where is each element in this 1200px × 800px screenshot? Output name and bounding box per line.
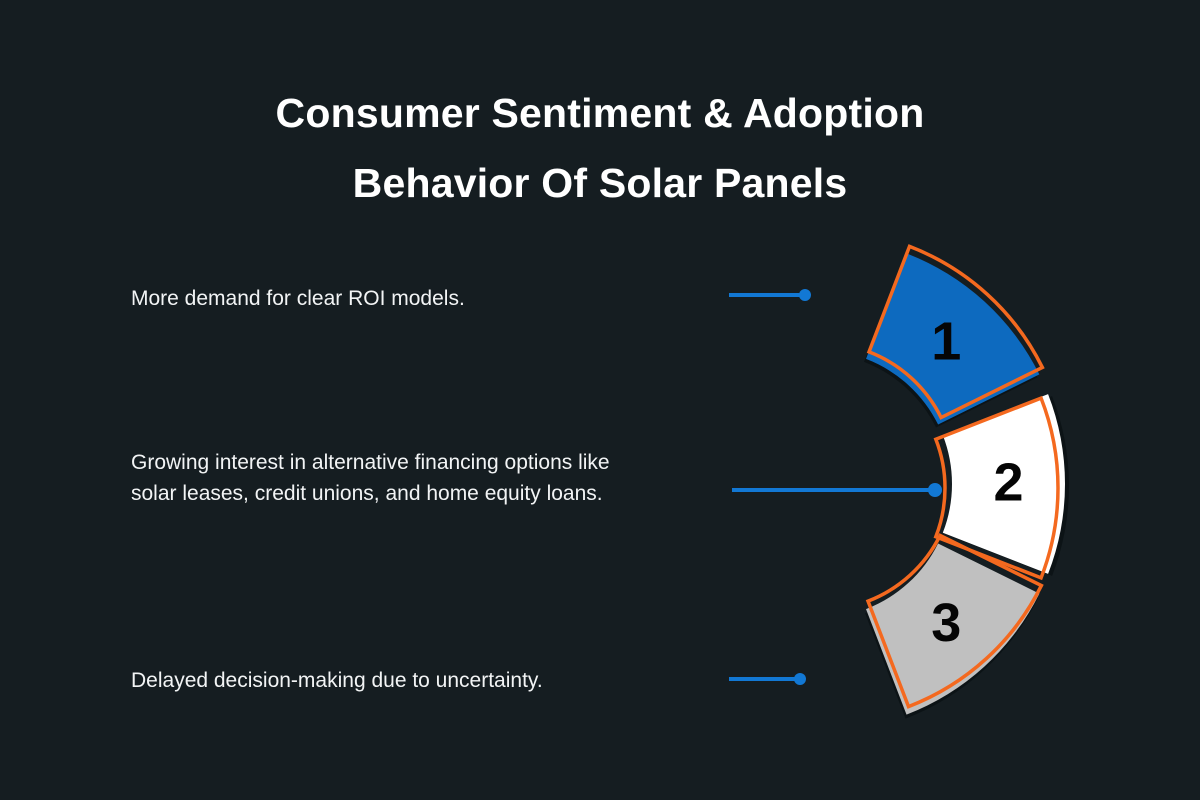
donut-segments: 1 2 3 <box>864 244 1069 719</box>
item-label-1: More demand for clear ROI models. <box>131 287 465 310</box>
connector-dot-2 <box>928 483 942 497</box>
item-label-3: Delayed decision-making due to uncertain… <box>131 669 543 692</box>
segment-fill-2[interactable] <box>942 394 1065 574</box>
segment-outline-2 <box>933 395 1060 581</box>
donut-segment-2[interactable]: 2 <box>933 394 1069 581</box>
segment-fill-1[interactable] <box>866 253 1040 425</box>
connector-dot-1 <box>799 289 811 301</box>
segment-outline-3 <box>865 533 1044 709</box>
segment-fill-3[interactable] <box>866 543 1040 715</box>
donut-segment-3[interactable]: 3 <box>865 533 1044 719</box>
connector-lines <box>729 289 942 685</box>
donut-segment-1[interactable]: 1 <box>864 244 1045 428</box>
segment-number-3: 3 <box>931 593 961 653</box>
connector-dot-3 <box>794 673 806 685</box>
segment-number-1: 1 <box>931 311 961 371</box>
segment-number-2: 2 <box>993 452 1023 512</box>
segment-outline-1 <box>866 244 1045 420</box>
item-label-2: Growing interest in alternative financin… <box>131 451 610 505</box>
